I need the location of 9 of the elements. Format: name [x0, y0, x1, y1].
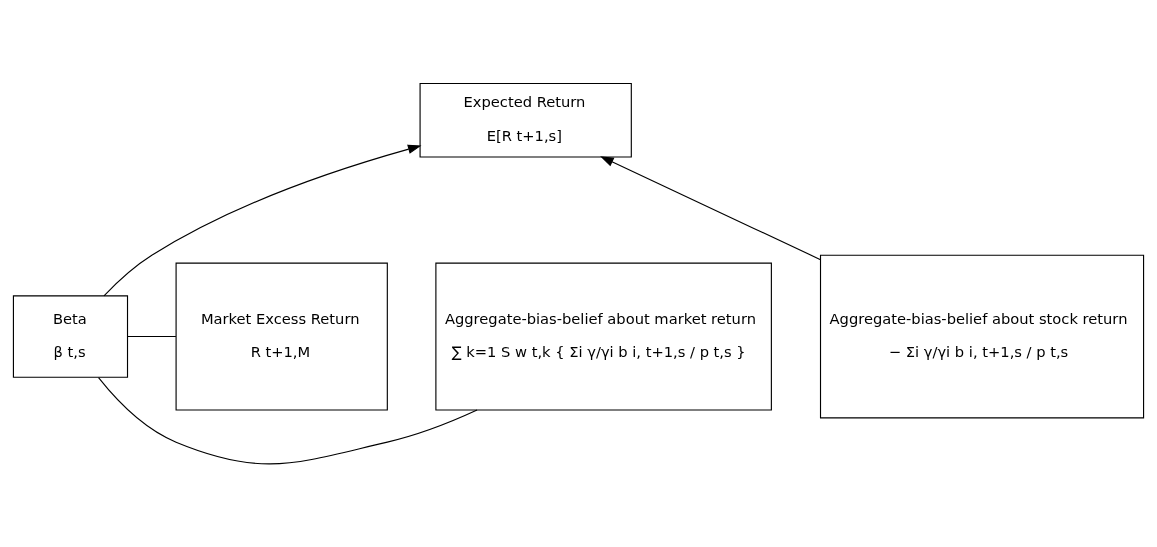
connector — [127, 335, 177, 337]
node-box: Market Excess Return R t+1,M — [175, 262, 388, 411]
arrow — [600, 155, 822, 260]
arrow — [103, 144, 422, 296]
node-box: Expected Return E[R t+1,s] — [419, 82, 632, 157]
node-box: Aggregate-bias-belief about market return ∑ k=1 S w t,k { Σi γ/γi b i, t+1,s / p t,s } — [435, 262, 772, 411]
connector — [97, 376, 478, 464]
node-box: Beta β t,s — [12, 294, 129, 378]
node-box: Aggregate-bias-belief about stock return − Σi γ/γi b i, t+1,s / p t,s — [819, 254, 1145, 418]
